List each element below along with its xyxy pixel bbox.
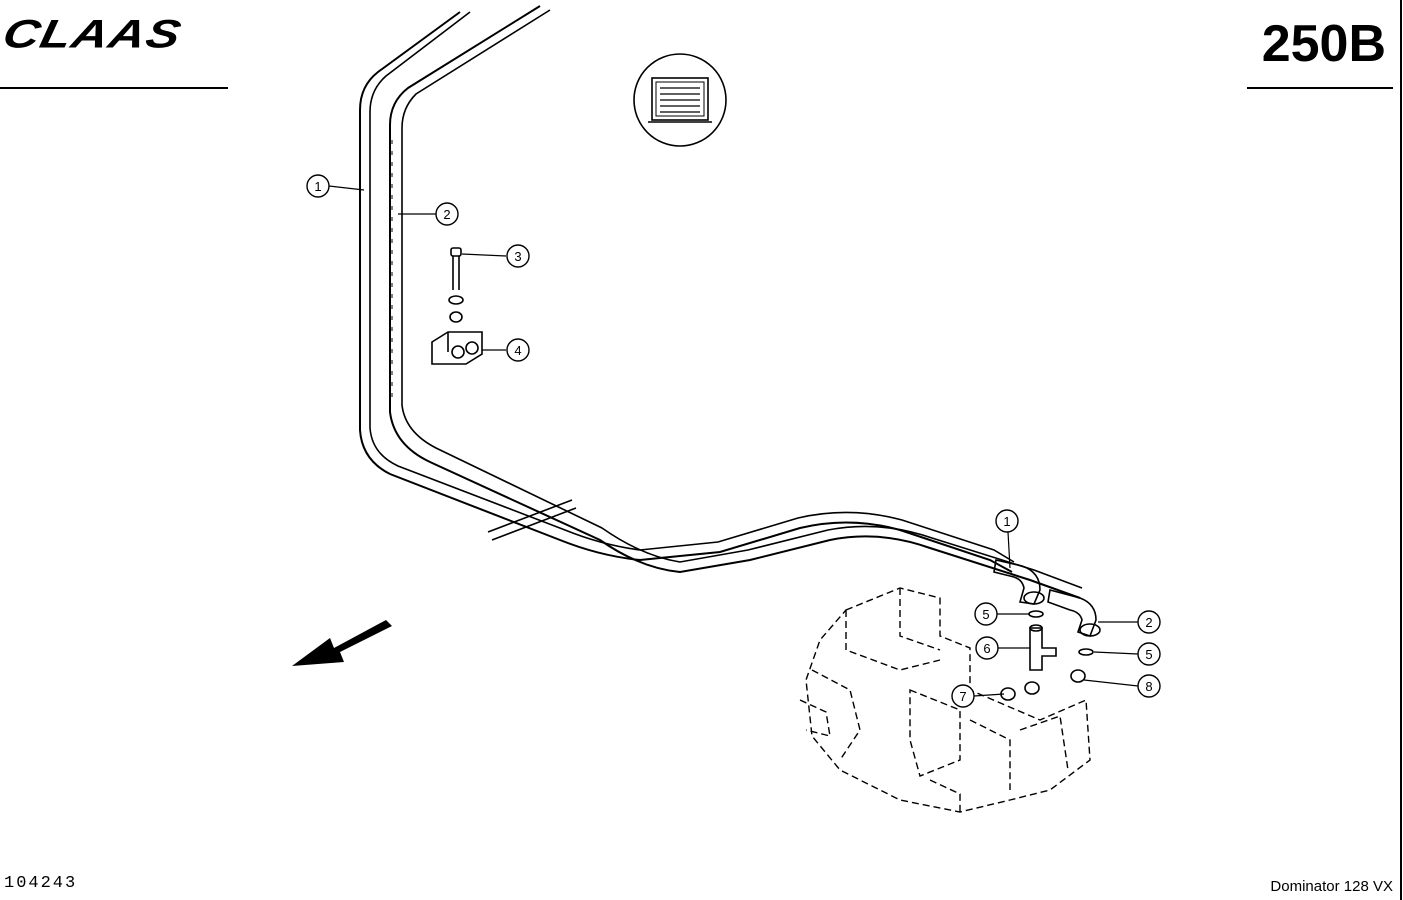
svg-text:8: 8 <box>1145 679 1152 694</box>
callout-5a: 5 <box>974 602 998 626</box>
callout-6: 6 <box>975 636 999 660</box>
clamp-part <box>431 331 483 365</box>
callout-4: 4 <box>506 338 530 362</box>
callout-2b: 2 <box>1137 610 1161 634</box>
callout-1a: 1 <box>306 174 330 198</box>
svg-text:4: 4 <box>514 343 521 358</box>
svg-text:6: 6 <box>983 641 990 656</box>
svg-text:3: 3 <box>514 249 521 264</box>
header-rule-right <box>1247 87 1393 89</box>
control-valve-block <box>799 587 1091 813</box>
bolt-part <box>448 247 464 323</box>
callout-1b: 1 <box>995 509 1019 533</box>
callout-8: 8 <box>1137 674 1161 698</box>
direction-arrow-icon <box>292 620 392 666</box>
svg-text:1: 1 <box>314 179 321 194</box>
hydraulic-line-1 <box>359 11 1015 573</box>
line-fittings <box>993 559 1101 701</box>
svg-text:2: 2 <box>1145 615 1152 630</box>
hydraulic-line-2 <box>389 5 1083 599</box>
line-break-mark <box>487 499 577 541</box>
manual-book-icon <box>633 53 727 147</box>
callout-leader-lines <box>328 185 1139 697</box>
callout-2a: 2 <box>435 202 459 226</box>
callout-7: 7 <box>951 684 975 708</box>
sheet-code: 250B <box>1261 15 1386 73</box>
document-number: 104243 <box>4 874 78 893</box>
svg-text:7: 7 <box>959 689 966 704</box>
page-border-right <box>1400 0 1402 900</box>
model-name: Dominator 128 VX <box>1270 878 1393 895</box>
header-rule-left <box>0 87 228 89</box>
svg-text:5: 5 <box>1145 647 1152 662</box>
svg-text:2: 2 <box>443 207 450 222</box>
callout-5b: 5 <box>1137 642 1161 666</box>
svg-text:1: 1 <box>1003 514 1010 529</box>
svg-text:5: 5 <box>982 607 989 622</box>
callout-3: 3 <box>506 244 530 268</box>
